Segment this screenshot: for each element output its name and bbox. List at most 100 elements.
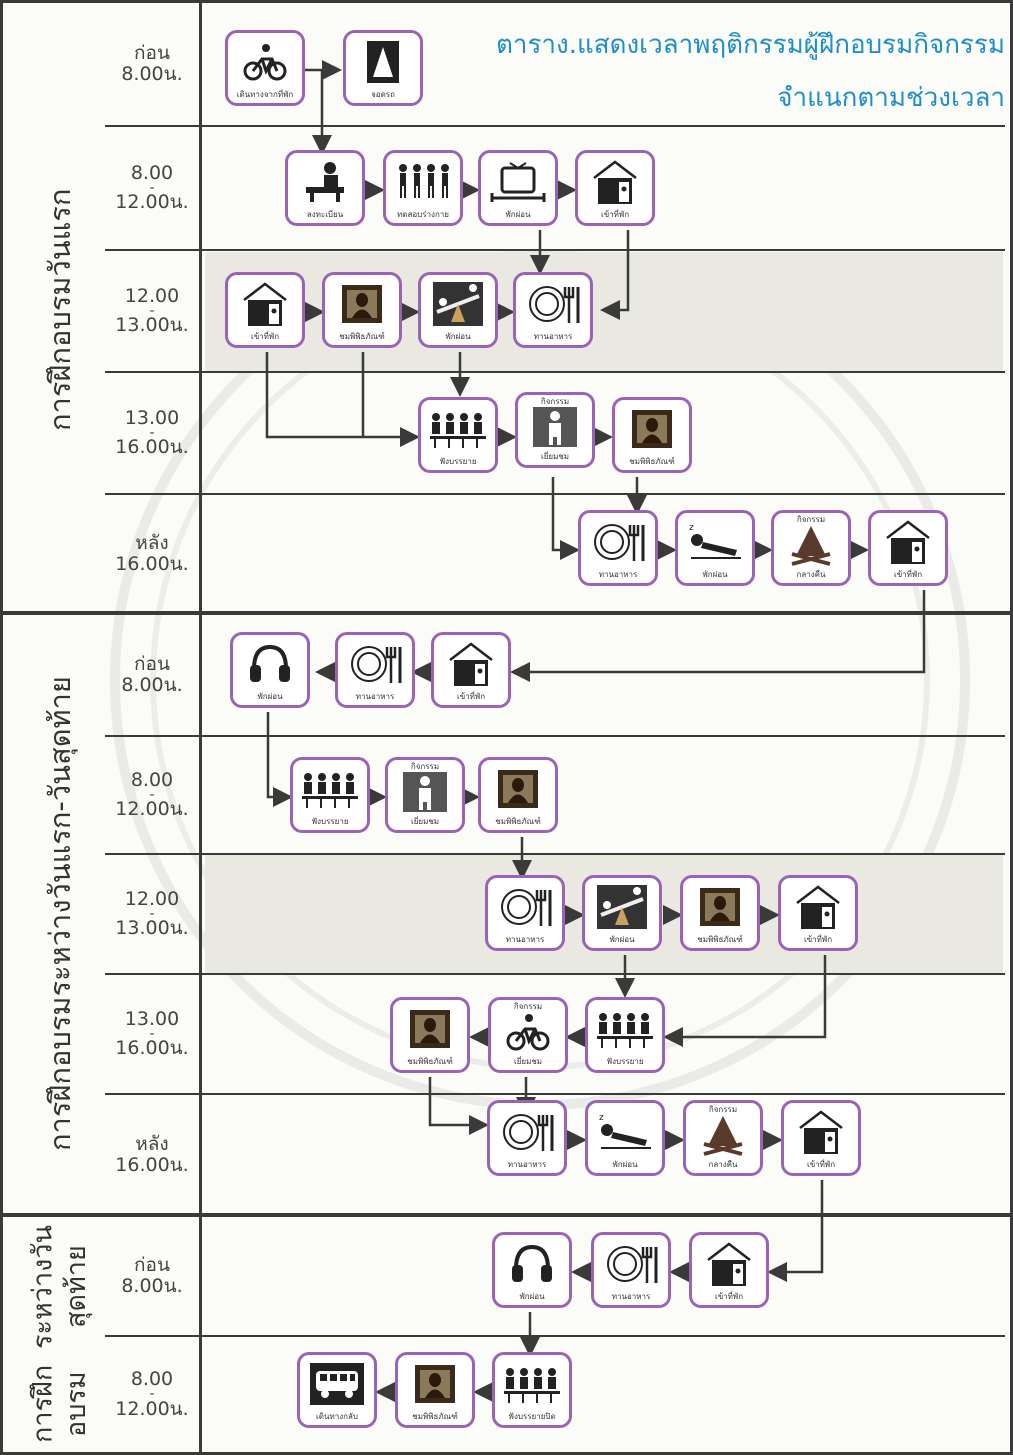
time-cell: 13.00-16.00น. [105, 373, 202, 495]
activity-label: พักผ่อน [445, 332, 471, 341]
activity-node-n21: ฟังบรรยาย [290, 757, 370, 833]
row-divider [202, 973, 1005, 975]
activity-icon [394, 772, 456, 812]
activity-label: เข้าที่พัก [806, 1160, 836, 1169]
painting-icon [689, 884, 751, 930]
activity-node-n39: ชมพิพิธภัณฑ์ [395, 1352, 475, 1428]
activity-label: ชมพิพิธภัณฑ์ [697, 935, 743, 944]
activity-label: ทานอาหาร [533, 332, 573, 341]
activity-node-n31: ทานอาหาร [487, 1100, 567, 1176]
time-end: 16.00น. [115, 552, 189, 575]
activity-node-n6: เข้าที่พัก [575, 150, 655, 226]
activity-node-n18: เข้าที่พัก [431, 632, 511, 708]
activity-label: พักผ่อน [519, 1292, 545, 1301]
activity-node-n23: ชมพิพิธภัณฑ์ [478, 757, 558, 833]
time-start: 12.00 [124, 887, 180, 910]
time-start: 13.00 [124, 406, 180, 429]
activity-label: ชมพิพิธภัณฑ์ [412, 1412, 458, 1421]
time-start: ก่อน [134, 42, 170, 65]
activity-node-n9: พักผ่อน [418, 272, 498, 348]
time-end: 13.00น. [115, 917, 189, 940]
campfire-icon [692, 1115, 754, 1156]
parking-icon [352, 39, 414, 85]
house-icon [790, 1109, 852, 1155]
painting-icon [621, 406, 683, 452]
activity-node-n26: ชมพิพิธภัณฑ์ [680, 875, 760, 951]
time-cell: 8.00-12.00น. [105, 127, 202, 251]
activity-node-n17: เข้าที่พัก [868, 510, 948, 586]
house-icon [698, 1241, 760, 1287]
activity-label: กลางคืน [796, 570, 826, 579]
activity-label: ทานอาหาร [507, 1160, 547, 1169]
tv-icon [487, 159, 549, 205]
activity-node-n29: กิจกรรมเยี่ยมชม [488, 997, 568, 1073]
time-start: ก่อน [134, 653, 170, 676]
row-divider [202, 249, 1005, 251]
time-end: 8.00น. [121, 1275, 183, 1297]
bicycle-icon [234, 39, 296, 85]
activity-node-n33: กิจกรรมกลางคืน [683, 1100, 763, 1176]
svg-text:z: z [689, 523, 694, 533]
dining-icon [522, 281, 584, 327]
activity-node-n40: เดินทางกลับ [297, 1352, 377, 1428]
row-divider [202, 371, 1005, 373]
activity-node-n15: z พักผ่อน [675, 510, 755, 586]
activity-node-n1: เดินทางจากที่พัก [225, 30, 305, 106]
activity-label: ชมพิพิธภัณฑ์ [629, 457, 675, 466]
activity-label: เข้าที่พัก [600, 210, 630, 219]
activity-node-n27: เข้าที่พัก [778, 875, 858, 951]
painting-icon [404, 1361, 466, 1407]
activity-node-n28: ฟังบรรยาย [585, 997, 665, 1073]
activity-node-n37: พักผ่อน [492, 1232, 572, 1308]
activity-label: ชมพิพิธภัณฑ์ [339, 332, 385, 341]
activity-label: เข้าที่พัก [456, 692, 486, 701]
activity-label: ทานอาหาร [505, 935, 545, 944]
time-end: 16.00น. [115, 1153, 189, 1176]
activity-node-n30: ชมพิพิธภัณฑ์ [390, 997, 470, 1073]
activity-tag: กิจกรรม [708, 1105, 738, 1114]
dining-icon [344, 641, 406, 687]
activity-label: เข้าที่พัก [803, 935, 833, 944]
sleep-icon: z [594, 1109, 656, 1155]
activity-node-n10: ทานอาหาร [513, 272, 593, 348]
lecture-icon [594, 1006, 656, 1052]
dining-icon [600, 1241, 662, 1287]
activity-tag: กิจกรรม [540, 397, 570, 406]
lecture-icon [501, 1361, 563, 1407]
activity-label: เข้าที่พัก [250, 332, 280, 341]
house-icon [584, 159, 646, 205]
sleep-icon: z [684, 519, 746, 565]
time-end: 8.00น. [121, 63, 183, 85]
activity-tag: กิจกรรม [796, 515, 826, 524]
diagram-title: ตาราง.แสดงเวลาพฤติกรรมผู้ฝึกอบรมกิจกรรม … [420, 24, 1005, 118]
house-icon [234, 281, 296, 327]
activity-label: เข้าที่พัก [893, 570, 923, 579]
time-end: 12.00น. [115, 191, 189, 214]
time-start: 8.00 [130, 768, 174, 791]
row-divider [202, 493, 1005, 495]
activity-node-n20: พักผ่อน [230, 632, 310, 708]
activity-node-n25: พักผ่อน [582, 875, 662, 951]
time-end: 8.00น. [121, 674, 183, 696]
campfire-icon [780, 525, 842, 566]
row-divider [202, 1335, 1005, 1337]
activity-node-n36: ทานอาหาร [591, 1232, 671, 1308]
lecture-icon [427, 406, 489, 452]
activity-label: พักผ่อน [702, 570, 728, 579]
activity-label: ฟังบรรยาย [439, 457, 477, 466]
activity-label: ลงทะเบียน [306, 210, 344, 219]
seesaw-icon [591, 884, 653, 930]
activity-node-n14: ทานอาหาร [578, 510, 658, 586]
bicycle-icon [497, 1012, 559, 1052]
time-start: 13.00 [124, 1007, 180, 1030]
time-end: 13.00น. [115, 314, 189, 337]
activity-tag: กิจกรรม [513, 1002, 543, 1011]
house-icon [877, 519, 939, 565]
dining-icon [494, 884, 556, 930]
activity-node-n19: ทานอาหาร [335, 632, 415, 708]
activity-node-n5: พักผ่อน [478, 150, 558, 226]
